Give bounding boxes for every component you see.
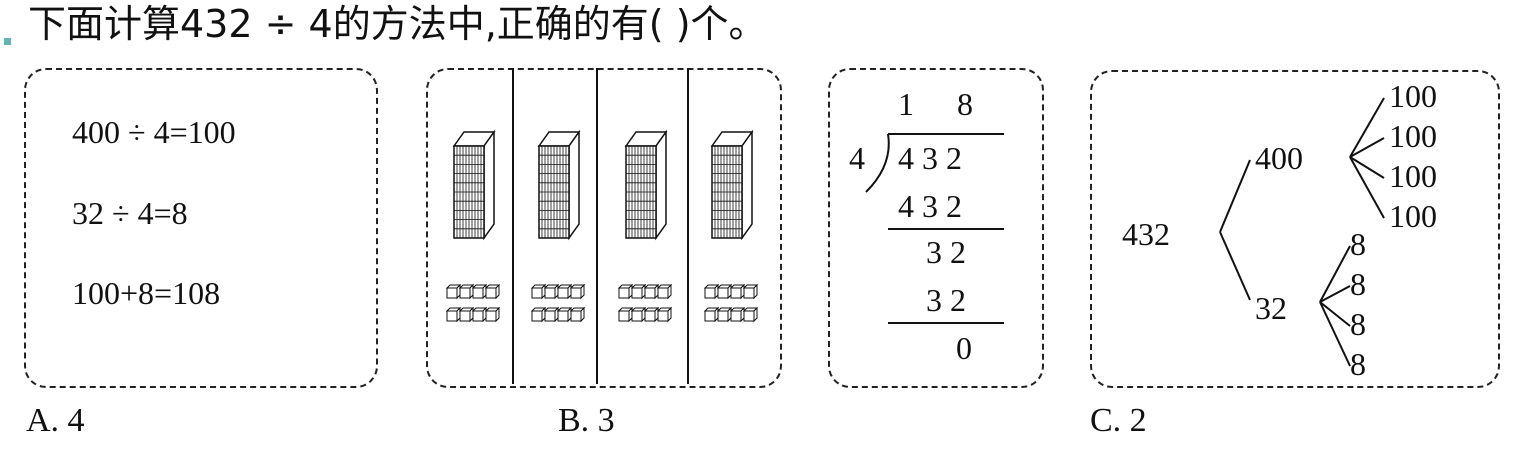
tree-branch-32: 32	[1255, 290, 1287, 326]
tree-part-100-4: 100	[1389, 198, 1437, 234]
unit-cube	[543, 283, 560, 300]
tree-part-8-4: 8	[1350, 346, 1366, 382]
unit-cube	[742, 306, 759, 323]
tree-root: 432	[1122, 216, 1170, 252]
unit-cube	[445, 306, 462, 323]
unit-cube	[729, 283, 746, 300]
method-a-line-3: 100+8=108	[72, 275, 221, 311]
base-ten-blocks	[445, 129, 759, 323]
tree-part-8-3: 8	[1350, 306, 1366, 342]
unit-cube	[716, 283, 733, 300]
unit-cube	[703, 283, 720, 300]
hundred-flat	[710, 129, 754, 241]
unit-cube	[643, 306, 660, 323]
hundred-flat	[537, 129, 581, 241]
question-bullet	[4, 38, 11, 45]
unit-cube	[530, 306, 547, 323]
tree-part-100-3: 100	[1389, 158, 1437, 194]
method-a-line-2: 32 ÷ 4=8	[72, 195, 188, 231]
tree-part-8-1: 8	[1350, 226, 1366, 262]
method-b-box	[426, 68, 782, 388]
method-c-box	[828, 68, 1044, 388]
divisor: 4	[849, 140, 865, 176]
method-d-box	[1090, 70, 1500, 388]
unit-cube	[716, 306, 733, 323]
unit-cube	[742, 283, 759, 300]
method-a-box	[24, 68, 378, 388]
unit-cube	[569, 283, 586, 300]
subtract-1: 4 3 2	[898, 188, 962, 224]
quotient-digit-1: 1	[898, 86, 914, 122]
unit-cube	[656, 283, 673, 300]
option-a[interactable]: A. 4	[26, 402, 85, 439]
unit-cube	[703, 306, 720, 323]
subtract-2: 3 2	[926, 282, 966, 318]
unit-cube	[630, 306, 647, 323]
unit-cube	[471, 306, 488, 323]
unit-cube	[458, 306, 475, 323]
tree-part-100-2: 100	[1389, 118, 1437, 154]
division-bracket	[865, 133, 890, 193]
unit-cube	[617, 306, 634, 323]
hundred-flat	[624, 129, 668, 241]
dividend: 4 3 2	[898, 140, 962, 176]
quotient-digit-2: 8	[957, 86, 973, 122]
unit-cube	[617, 283, 634, 300]
unit-cube	[556, 306, 573, 323]
unit-cube	[729, 306, 746, 323]
method-a-line-1: 400 ÷ 4=100	[72, 114, 236, 150]
unit-cube	[556, 283, 573, 300]
unit-cube	[530, 283, 547, 300]
block-group-separators	[512, 68, 689, 384]
tree-lines	[1219, 97, 1385, 367]
unit-cube	[643, 283, 660, 300]
hundred-flat	[452, 129, 496, 241]
tree-part-100-1: 100	[1389, 78, 1437, 114]
option-c[interactable]: C. 2	[1090, 402, 1147, 439]
unit-cube	[471, 283, 488, 300]
tree-part-8-2: 8	[1350, 266, 1366, 302]
unit-cube	[484, 283, 501, 300]
unit-cube	[484, 306, 501, 323]
division-lines	[865, 133, 1004, 324]
unit-cube	[543, 306, 560, 323]
unit-cube	[569, 306, 586, 323]
remainder-1: 3 2	[926, 234, 966, 270]
unit-cube	[656, 306, 673, 323]
unit-cube	[458, 283, 475, 300]
final-remainder: 0	[956, 330, 972, 366]
unit-cube	[445, 283, 462, 300]
question-text: 下面计算432 ÷ 4的方法中,正确的有( )个。	[28, 2, 767, 46]
tree-branch-400: 400	[1255, 140, 1303, 176]
unit-cube	[630, 283, 647, 300]
option-b[interactable]: B. 3	[558, 402, 615, 439]
